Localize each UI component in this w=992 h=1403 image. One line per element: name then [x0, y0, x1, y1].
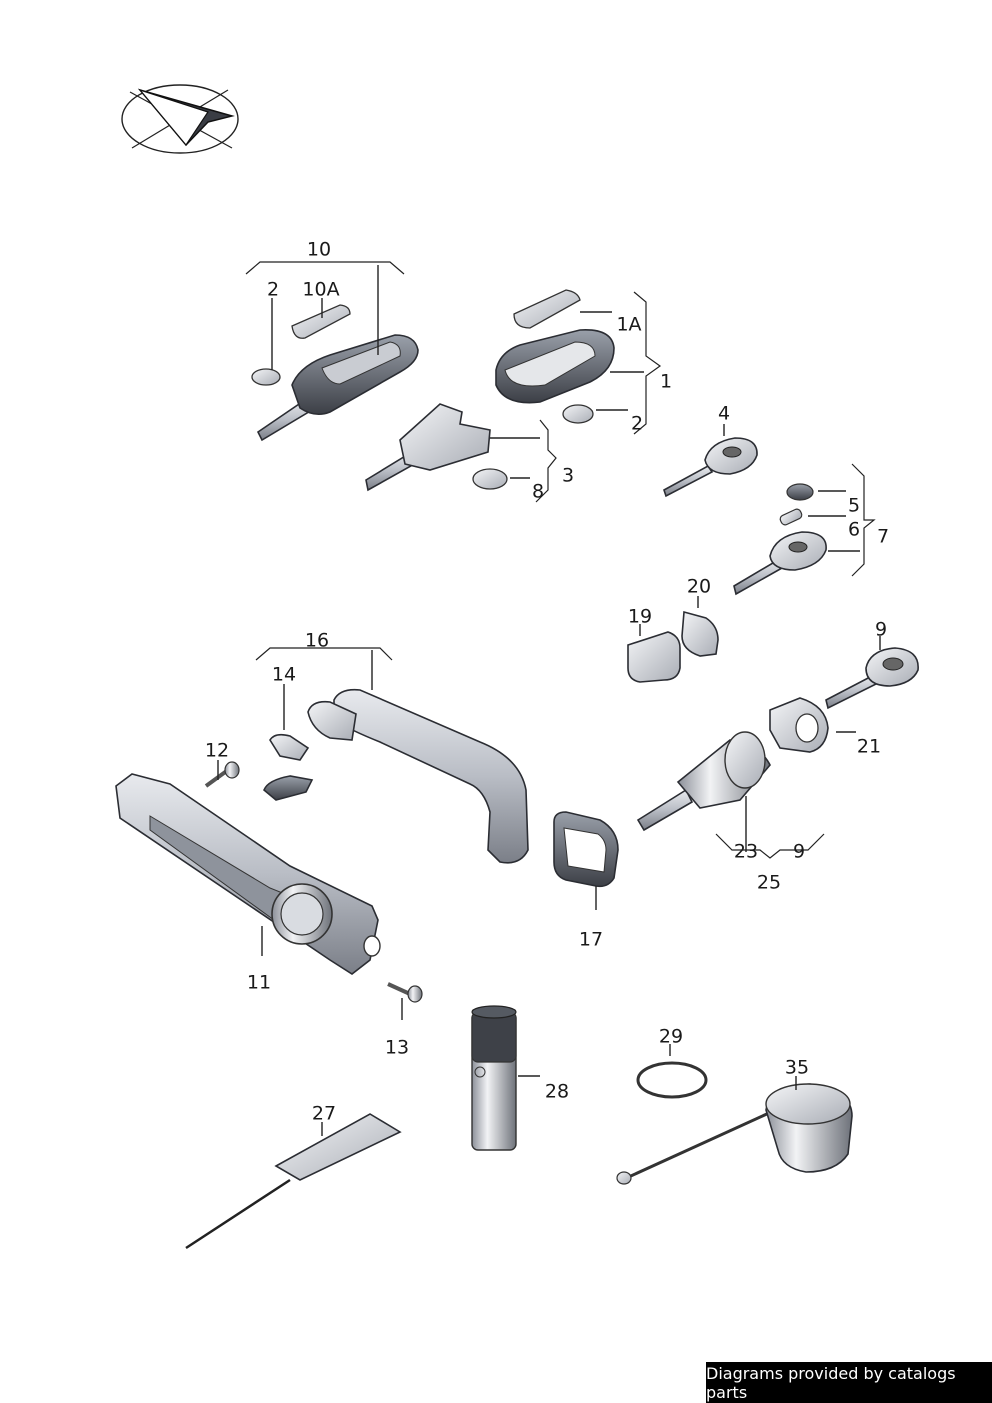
- callout-9b: 9: [792, 840, 806, 863]
- callout-10: 10: [306, 238, 332, 261]
- callout-6: 6: [847, 518, 861, 541]
- part-13-screw: [387, 982, 423, 1003]
- callout-23: 23: [733, 840, 759, 863]
- part-12-screw: [204, 761, 240, 788]
- part-17-gasket: [553, 811, 619, 888]
- part-10-folding-key: [251, 304, 419, 442]
- callout-2b: 2: [630, 412, 644, 435]
- callout-19: 19: [627, 605, 653, 628]
- part-9-key: [825, 647, 919, 710]
- callout-17: 17: [578, 928, 604, 951]
- part-20-seal: [681, 610, 719, 657]
- part-21-bracket: [769, 697, 829, 753]
- callout-10a: 10A: [302, 278, 340, 301]
- part-27-tool: [185, 1113, 402, 1250]
- part-1-remote-key: [495, 289, 615, 424]
- callout-29: 29: [658, 1025, 684, 1048]
- callout-11: 11: [246, 971, 272, 994]
- callout-13: 13: [384, 1036, 410, 1059]
- callout-12: 12: [204, 739, 230, 762]
- part-35-cap: [616, 1083, 853, 1185]
- part-11-handle-carrier: [115, 773, 381, 975]
- callout-4: 4: [717, 402, 731, 425]
- callout-21: 21: [856, 735, 882, 758]
- callout-3: 3: [561, 464, 575, 487]
- callout-8: 8: [531, 480, 545, 503]
- part-29-o-ring: [636, 1061, 708, 1099]
- callout-16: 16: [304, 629, 330, 652]
- callout-14: 14: [271, 663, 297, 686]
- part-14-clip: [263, 733, 314, 801]
- part-7-key-set: [733, 483, 827, 596]
- callout-1: 1: [659, 370, 673, 393]
- part-3-key-blade: [365, 403, 508, 492]
- callout-28: 28: [544, 1080, 570, 1103]
- part-4-key: [663, 437, 758, 498]
- callout-35: 35: [784, 1056, 810, 1079]
- callout-20: 20: [686, 575, 712, 598]
- callout-7: 7: [876, 525, 890, 548]
- callout-5: 5: [847, 494, 861, 517]
- callout-27: 27: [311, 1102, 337, 1125]
- watermark-banner: Diagrams provided by catalogs parts: [706, 1362, 992, 1403]
- callout-2: 2: [266, 278, 280, 301]
- callout-9: 9: [874, 618, 888, 641]
- part-28-grease-tube: [471, 1005, 517, 1151]
- callout-25: 25: [756, 871, 782, 894]
- part-16-door-handle: [307, 688, 529, 864]
- leader-lines: [217, 261, 881, 1136]
- callout-1a: 1A: [616, 313, 642, 336]
- part-25-lock-cylinder: [636, 731, 771, 832]
- paper-plane-logo-icon: [121, 84, 239, 154]
- part-19-cap: [627, 631, 681, 683]
